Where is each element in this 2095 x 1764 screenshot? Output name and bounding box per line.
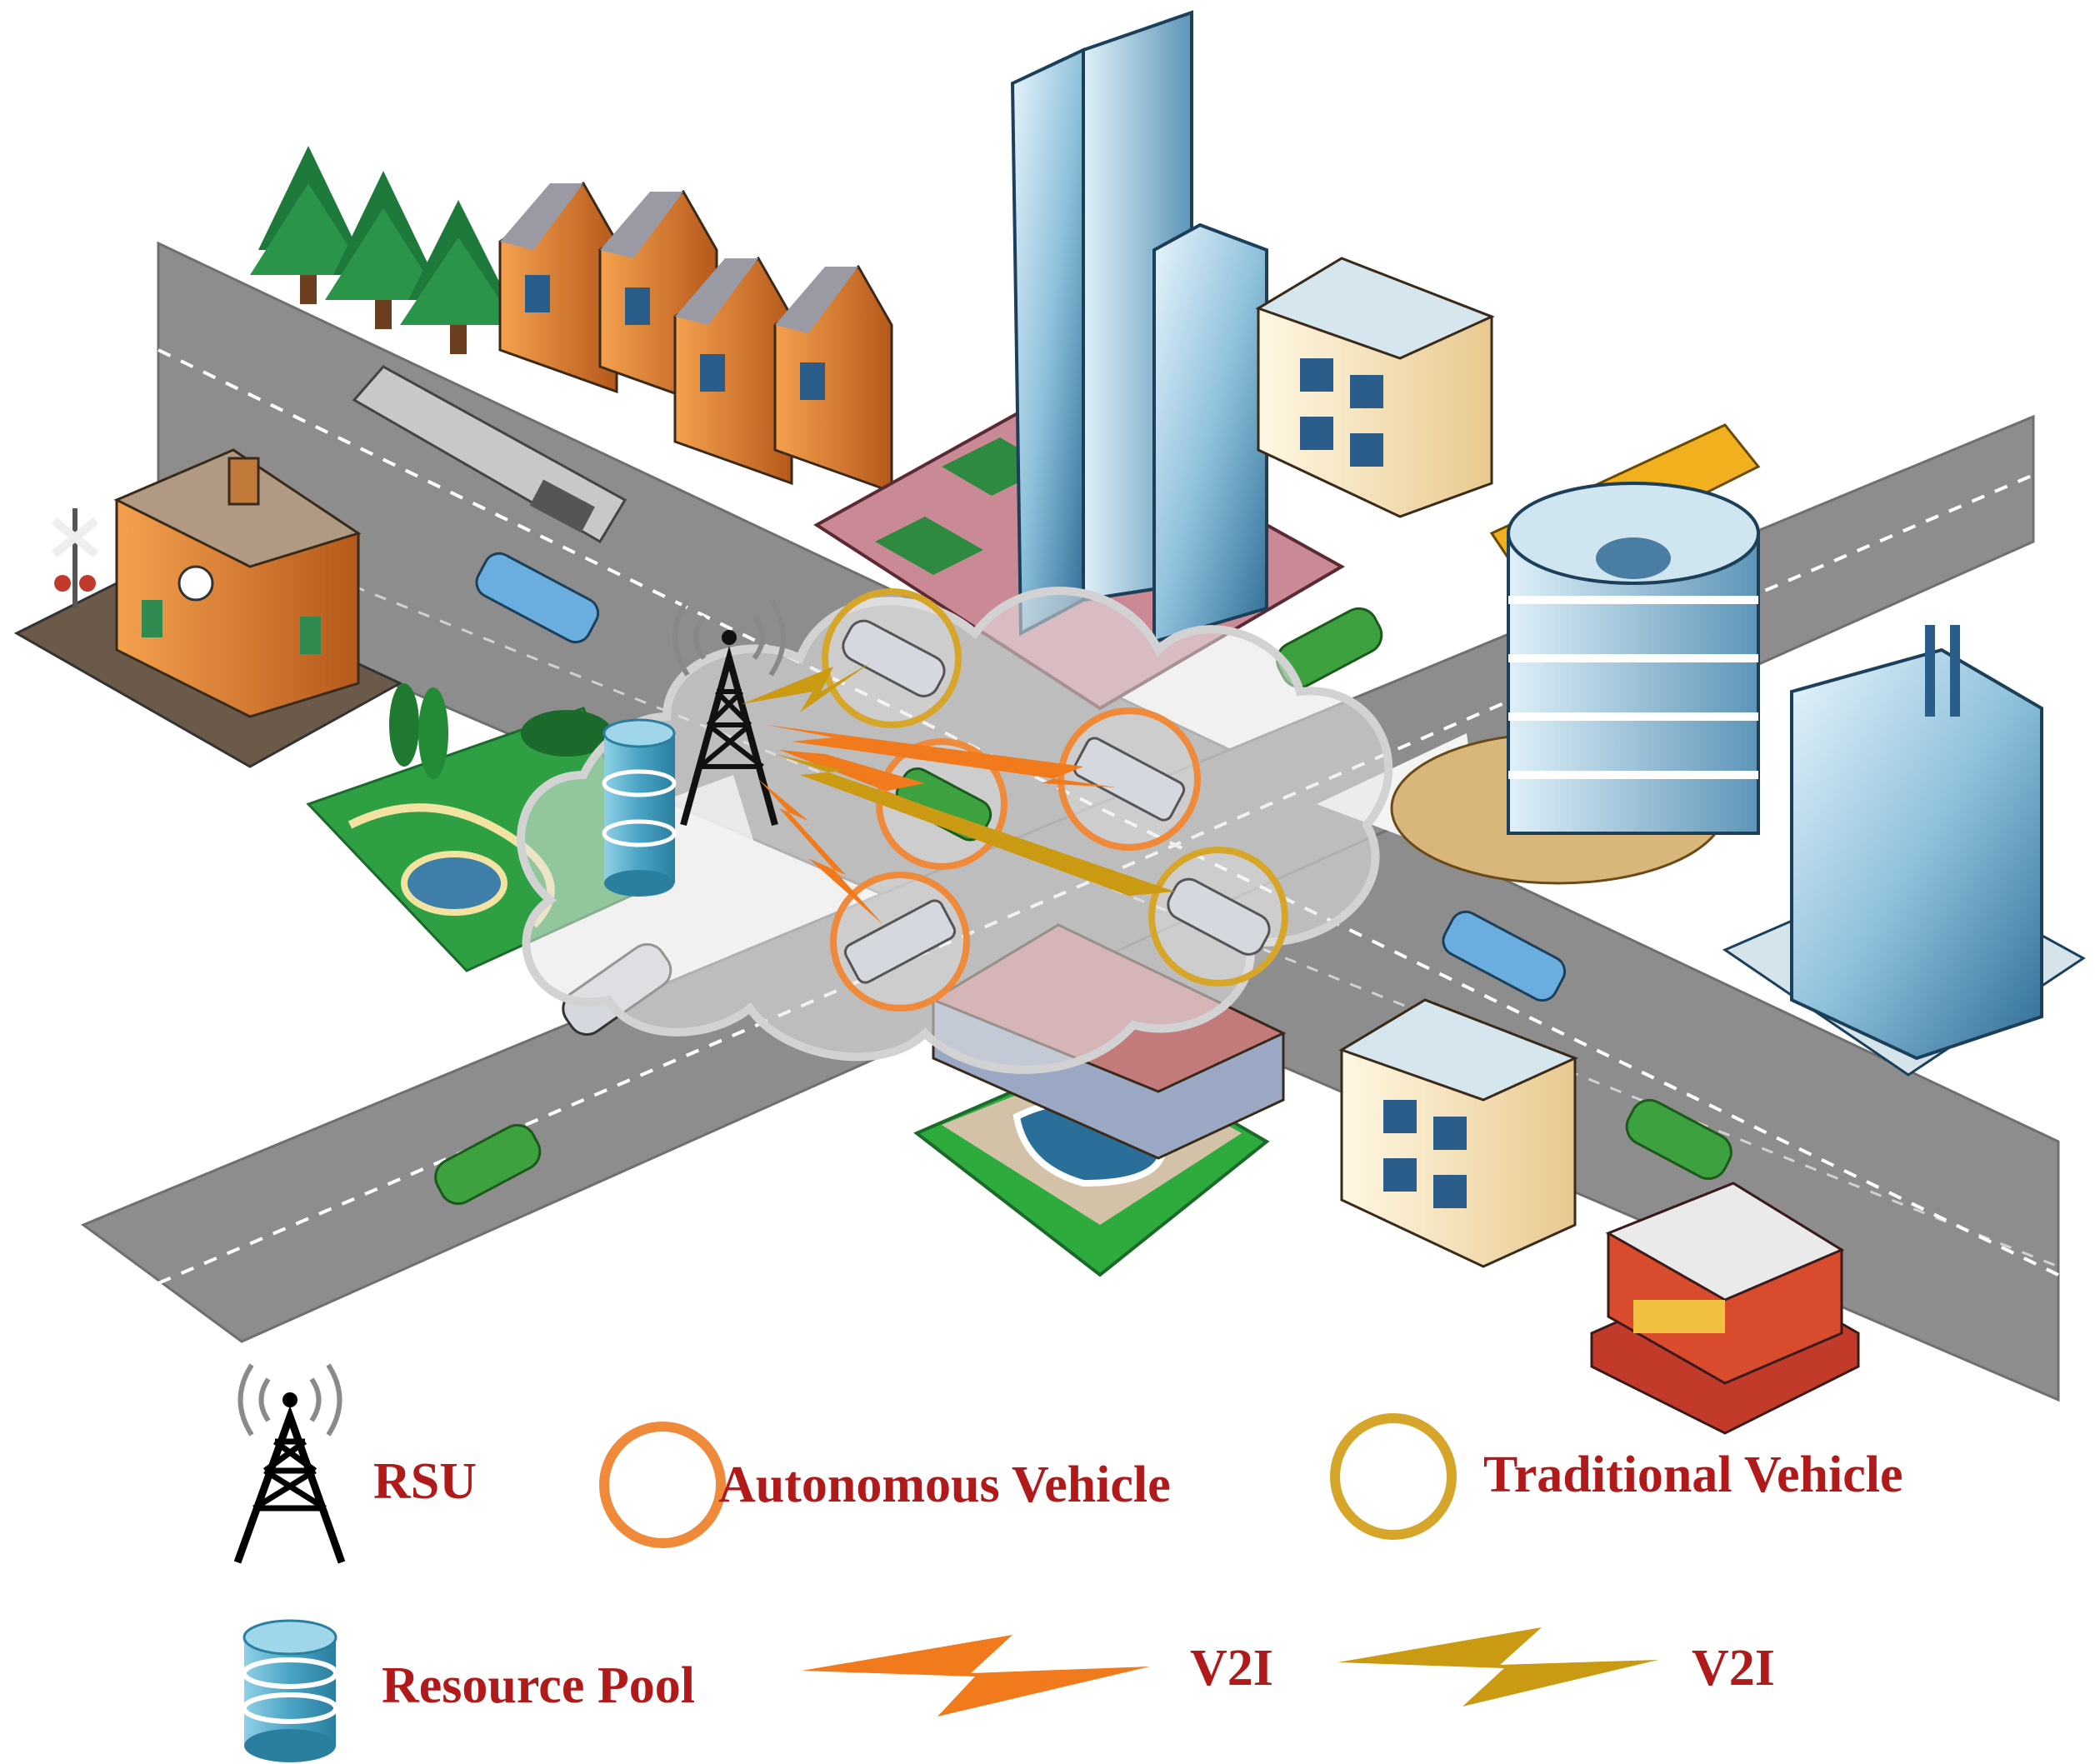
apartment-building-lower [1338,998,1578,1268]
database-icon [602,718,677,897]
v2i-link-traditional [742,662,871,712]
row-houses [498,181,893,494]
car-blue [1442,910,1567,1002]
row-house [498,181,618,394]
legend-rsu-icon [233,1363,346,1564]
legend-resource-pool-icon [242,1619,338,1762]
legend-traditional-icon [1330,1413,1457,1540]
pine-tree-icon [400,200,517,354]
car-green [1625,1098,1732,1180]
legend-rsu-label: RSU [373,1453,477,1510]
car-green [434,1123,542,1205]
bus [352,365,628,544]
traditional-vehicle-circle [1148,847,1288,987]
cars [434,552,1732,1205]
legend-v2i-traditional-label: V2I [1692,1640,1775,1697]
v2i-link-traditional [775,754,1208,925]
legend-v2i-autonomous-icon [802,1635,1150,1717]
v2i-links [742,662,1208,925]
database-icon [242,1619,338,1762]
v2i-link-autonomous [758,779,883,925]
v2i-link-autonomous [767,725,1117,787]
pine-trees [250,146,517,354]
legend-autonomous-icon [599,1422,726,1548]
radio-tower-icon [233,1405,346,1564]
autonomous-vehicle-circle [1058,707,1201,851]
row-house [773,264,893,494]
legend-resource-pool-label: Resource Pool [382,1657,695,1714]
restaurant [1590,1182,1860,1435]
glass-office-building [1722,625,2086,1077]
car-blue [475,552,600,644]
cylindrical-office-tower [1390,482,1760,885]
radio-tower-icon [672,598,786,827]
lane-divider [158,507,2059,1268]
v2i-link-autonomous [754,733,942,812]
traditional-vehicle-circle [822,588,962,728]
legend-v2i-autonomous-label: V2I [1190,1640,1273,1697]
legend-v2i-traditional-icon [1338,1627,1658,1707]
row-house [673,256,793,486]
pine-tree-icon [250,146,367,304]
legend-traditional-label: Traditional Vehicle [1483,1447,1903,1503]
pond [401,851,508,916]
apartment-building [1255,257,1495,518]
legend: RSU Autonomous Vehicle Traditional Vehic… [233,1363,1903,1762]
railroad-crossing-icon [51,508,99,608]
legend-autonomous-label: Autonomous Vehicle [718,1457,1171,1513]
train-station [13,448,403,768]
pine-tree-icon [325,171,442,329]
